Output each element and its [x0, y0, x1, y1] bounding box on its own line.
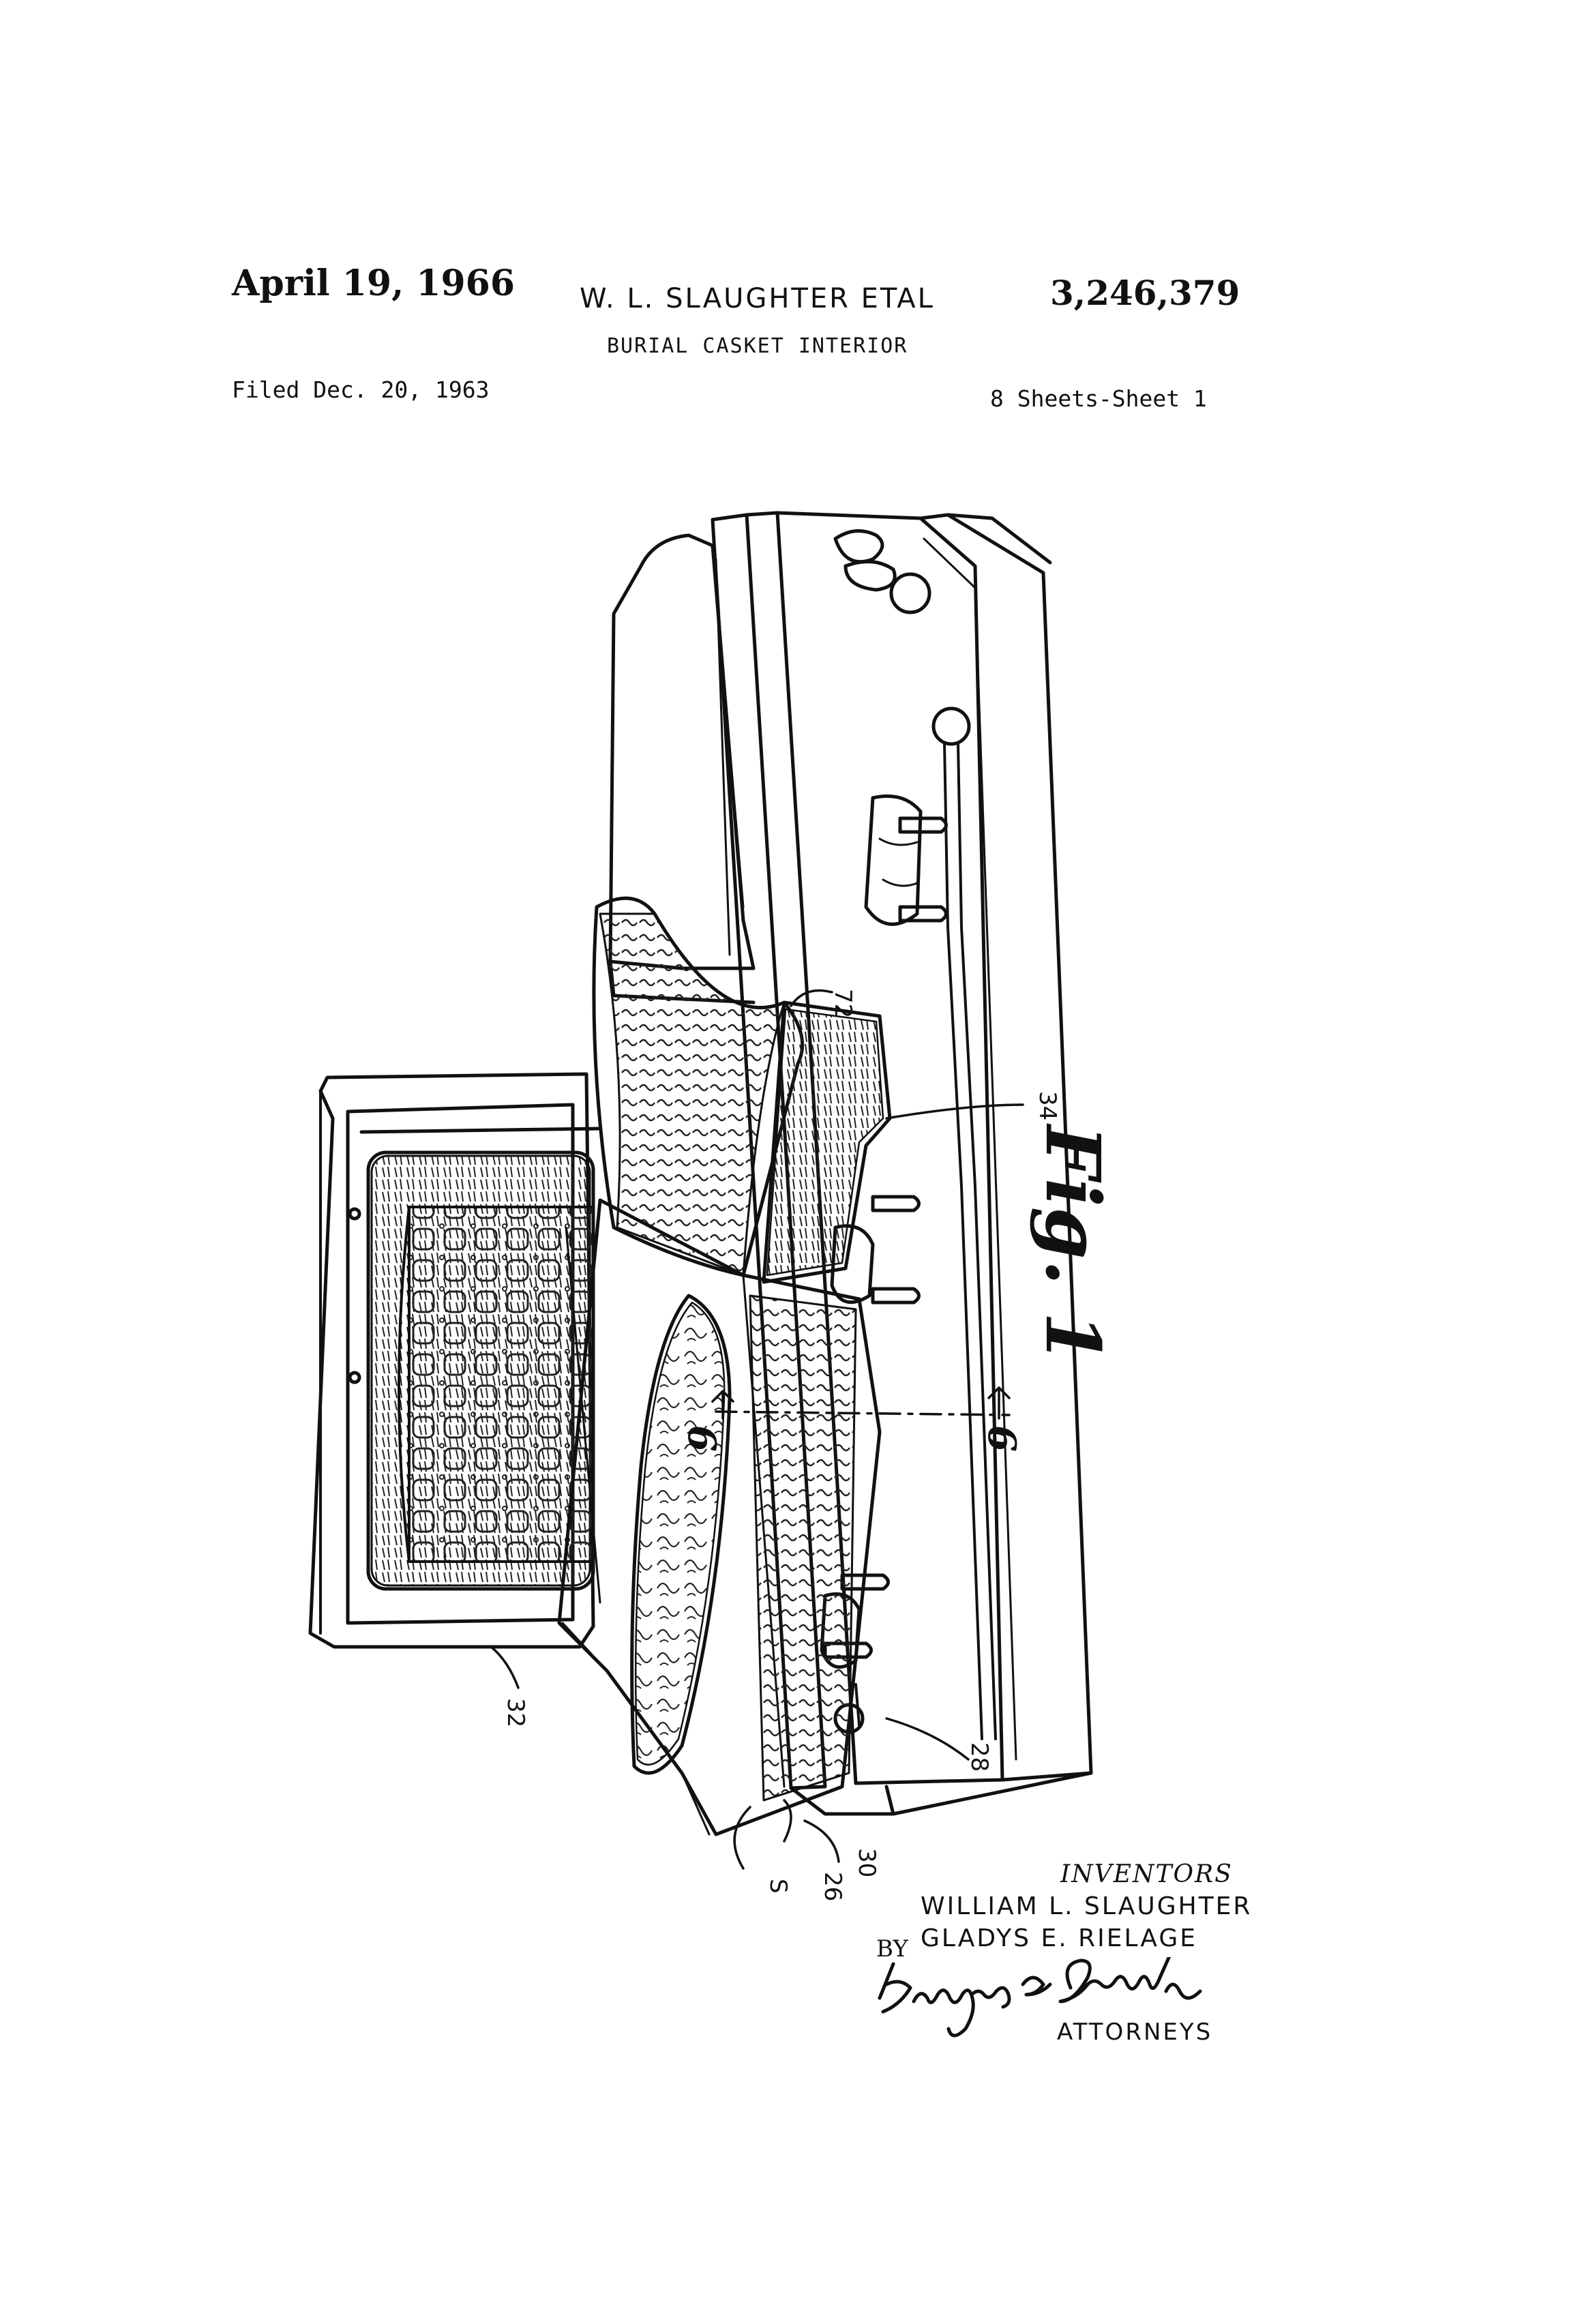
- ref-30: 30: [853, 1848, 880, 1877]
- casket-handles: [820, 529, 997, 1740]
- section-marker-left: 6: [679, 1425, 724, 1452]
- inventor-name-2: GLADYS E. RIELAGE: [921, 1924, 1197, 1952]
- section-line-6: [711, 1386, 1011, 1420]
- ref-34: 34: [1034, 1091, 1061, 1120]
- pleated-throw: [592, 896, 892, 1284]
- attorneys-label: ATTORNEYS: [1057, 2018, 1213, 2046]
- leader-lines: [490, 989, 1024, 1870]
- figure-label: Fig. 1: [1029, 1123, 1117, 1364]
- inventor-line: W. L. SLAUGHTER ETAL: [580, 283, 935, 314]
- section-marker-right: 6: [979, 1425, 1024, 1452]
- sheet-count: 8 Sheets-Sheet 1: [990, 385, 1207, 412]
- attorney-signature: [878, 1957, 1202, 2038]
- inventors-label: INVENTORS: [1060, 1860, 1233, 1888]
- ref-72: 72: [829, 989, 856, 1018]
- inventor-name-1: WILLIAM L. SLAUGHTER: [921, 1892, 1253, 1920]
- ref-26: 26: [819, 1872, 846, 1901]
- patent-subject: BURIAL CASKET INTERIOR: [607, 334, 908, 358]
- ref-32: 32: [502, 1698, 529, 1727]
- interior-lining: [557, 1198, 882, 1836]
- patent-date: April 19, 1966: [232, 263, 516, 304]
- patent-number: 3,246,379: [1050, 273, 1240, 313]
- by-label: BY: [876, 1935, 908, 1963]
- ref-28: 28: [966, 1742, 993, 1772]
- ref-s: S: [764, 1879, 792, 1894]
- filed-date: Filed Dec. 20, 1963: [232, 376, 490, 403]
- open-lid: [308, 1072, 602, 1649]
